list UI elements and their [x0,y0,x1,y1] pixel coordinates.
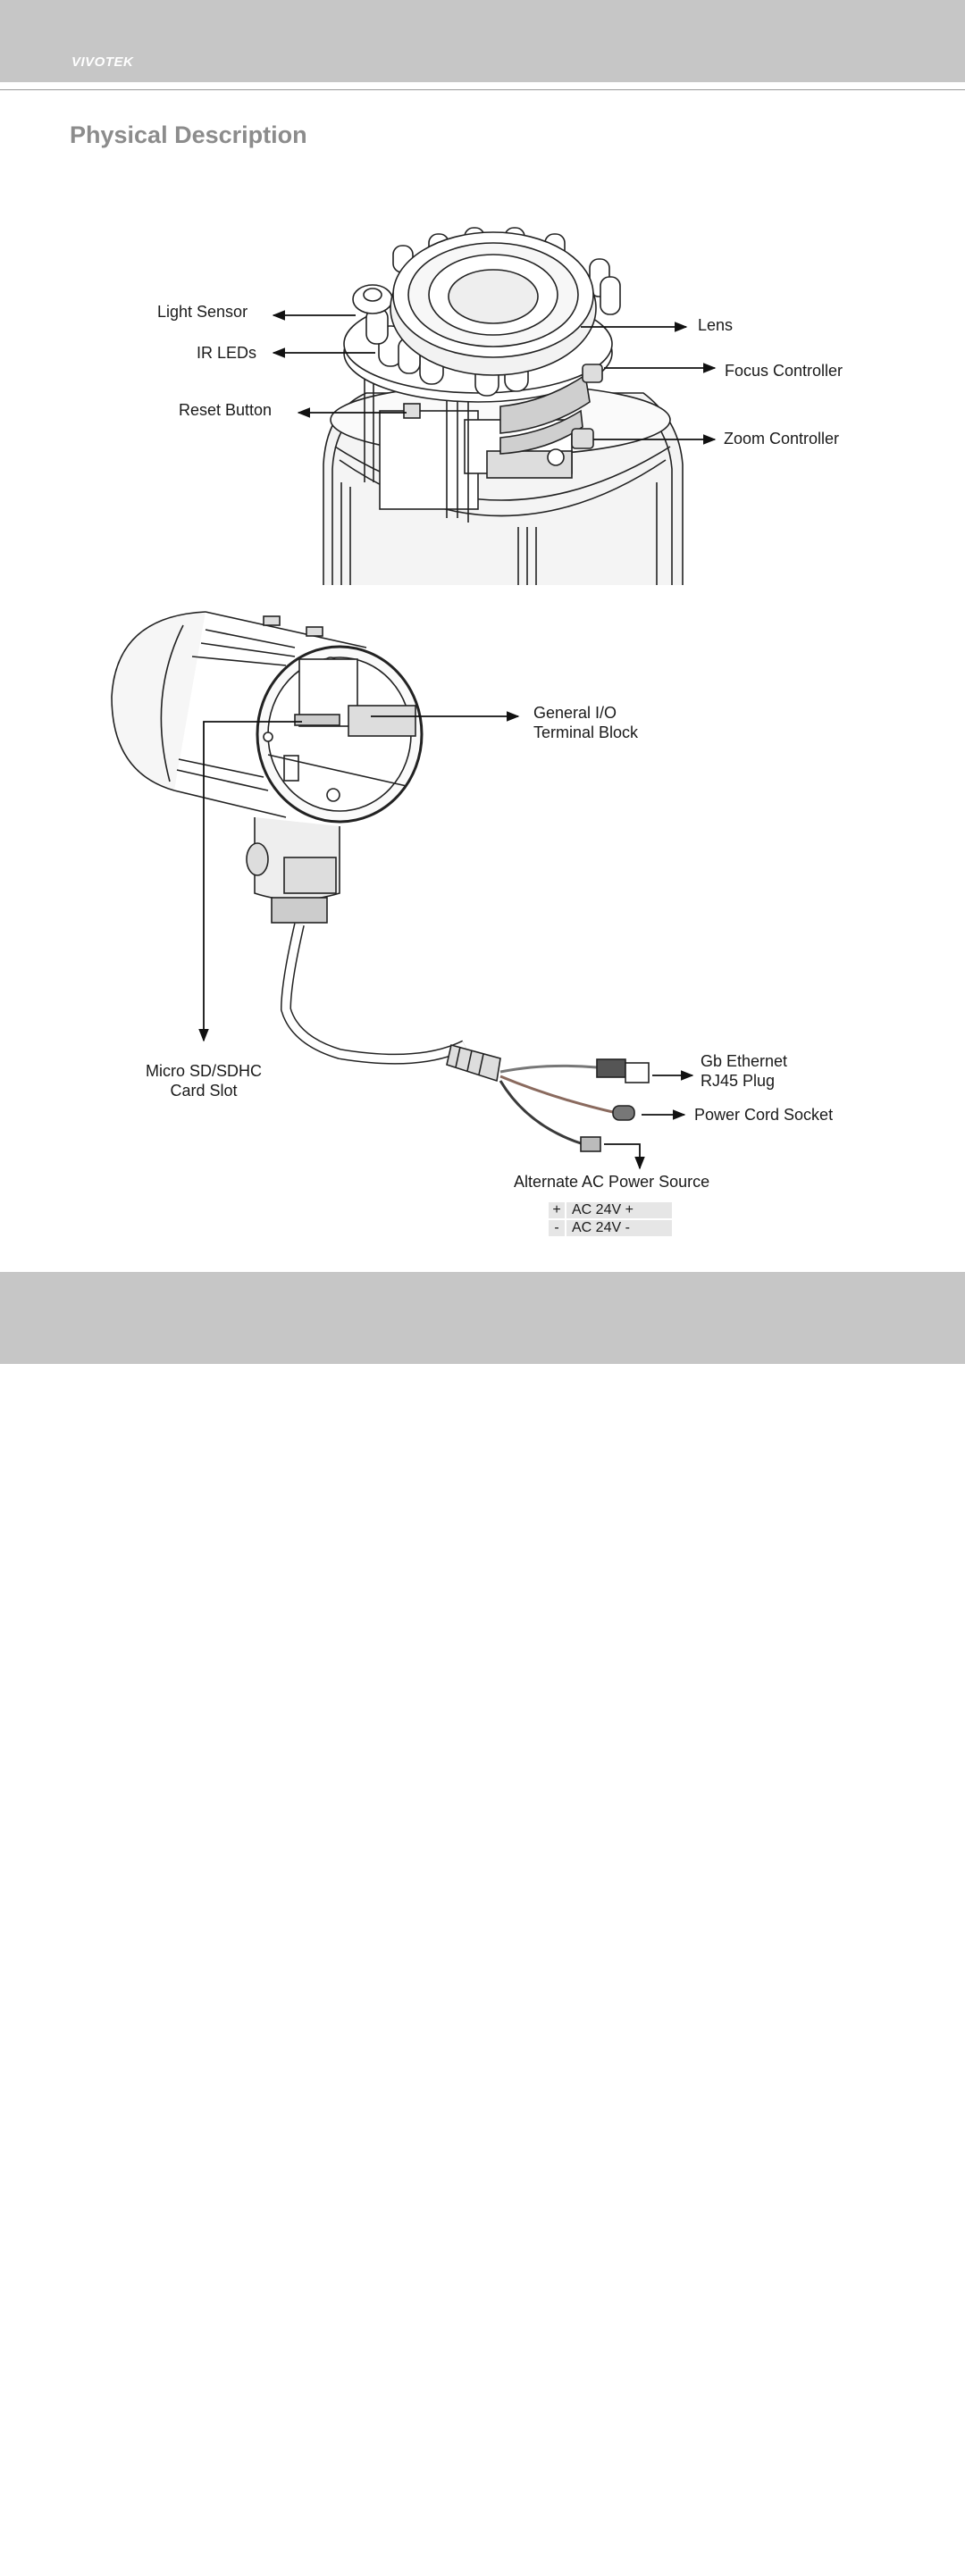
label-card-slot: Micro SD/SDHC Card Slot [134,1061,273,1100]
header-divider [0,89,965,90]
label-card-slot-line1: Micro SD/SDHC [145,1062,262,1080]
label-focus-controller: Focus Controller [725,362,843,380]
header-band: VIVOTEK [0,0,965,82]
page-title: Physical Description [70,121,307,148]
ac-minus-value: AC 24V - [566,1219,672,1238]
ac-plus-sign: + [549,1202,566,1220]
ac-minus-sign: - [549,1219,566,1238]
label-ir-leds: IR LEDs [197,344,257,362]
label-alt-power: Alternate AC Power Source [514,1173,710,1191]
table-row: - AC 24V - [549,1219,672,1238]
label-general-io-line1: General I/O [533,704,617,722]
label-ethernet: Gb Ethernet RJ45 Plug [701,1051,787,1091]
table-row: + AC 24V + [549,1202,672,1220]
ac-plus-value: AC 24V + [566,1202,672,1220]
ac-power-table: + AC 24V + - AC 24V - [549,1202,672,1238]
label-general-io: General I/O Terminal Block [533,703,638,742]
lens-module-drawing [323,227,684,585]
camera-body-drawing [111,611,650,1152]
footer-band: 6 - User's Manual [0,1272,965,2576]
camera-illustration [111,227,717,1170]
footer-page-label: 6 - User's Manual [71,2562,170,2576]
label-ethernet-line1: Gb Ethernet [701,1052,788,1070]
label-light-sensor: Light Sensor [157,303,248,321]
label-reset-button: Reset Button [179,401,273,419]
label-zoom-controller: Zoom Controller [724,430,840,447]
label-ethernet-line2: RJ45 Plug [701,1072,776,1090]
label-power-socket: Power Cord Socket [694,1106,834,1124]
label-lens: Lens [698,316,734,334]
label-general-io-line2: Terminal Block [533,723,639,741]
brand-logo: VIVOTEK [71,54,134,70]
label-card-slot-line2: Card Slot [170,1082,238,1100]
